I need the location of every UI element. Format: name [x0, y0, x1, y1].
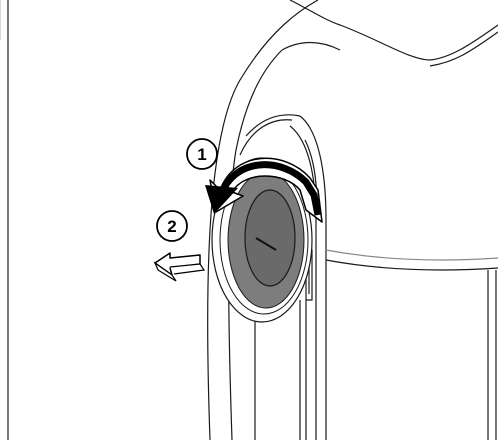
step-2-number: 2	[167, 217, 176, 236]
arrow-left-icon	[153, 252, 206, 282]
step-1-marker: 1	[186, 138, 218, 170]
cap-inner	[244, 189, 296, 287]
filler-cap	[211, 157, 313, 323]
step-2-marker: 2	[156, 210, 188, 242]
frame-lines	[0, 0, 9, 440]
curved-arrow-icon	[205, 157, 323, 223]
cap-slot	[255, 237, 277, 251]
step-1-number: 1	[197, 145, 206, 164]
